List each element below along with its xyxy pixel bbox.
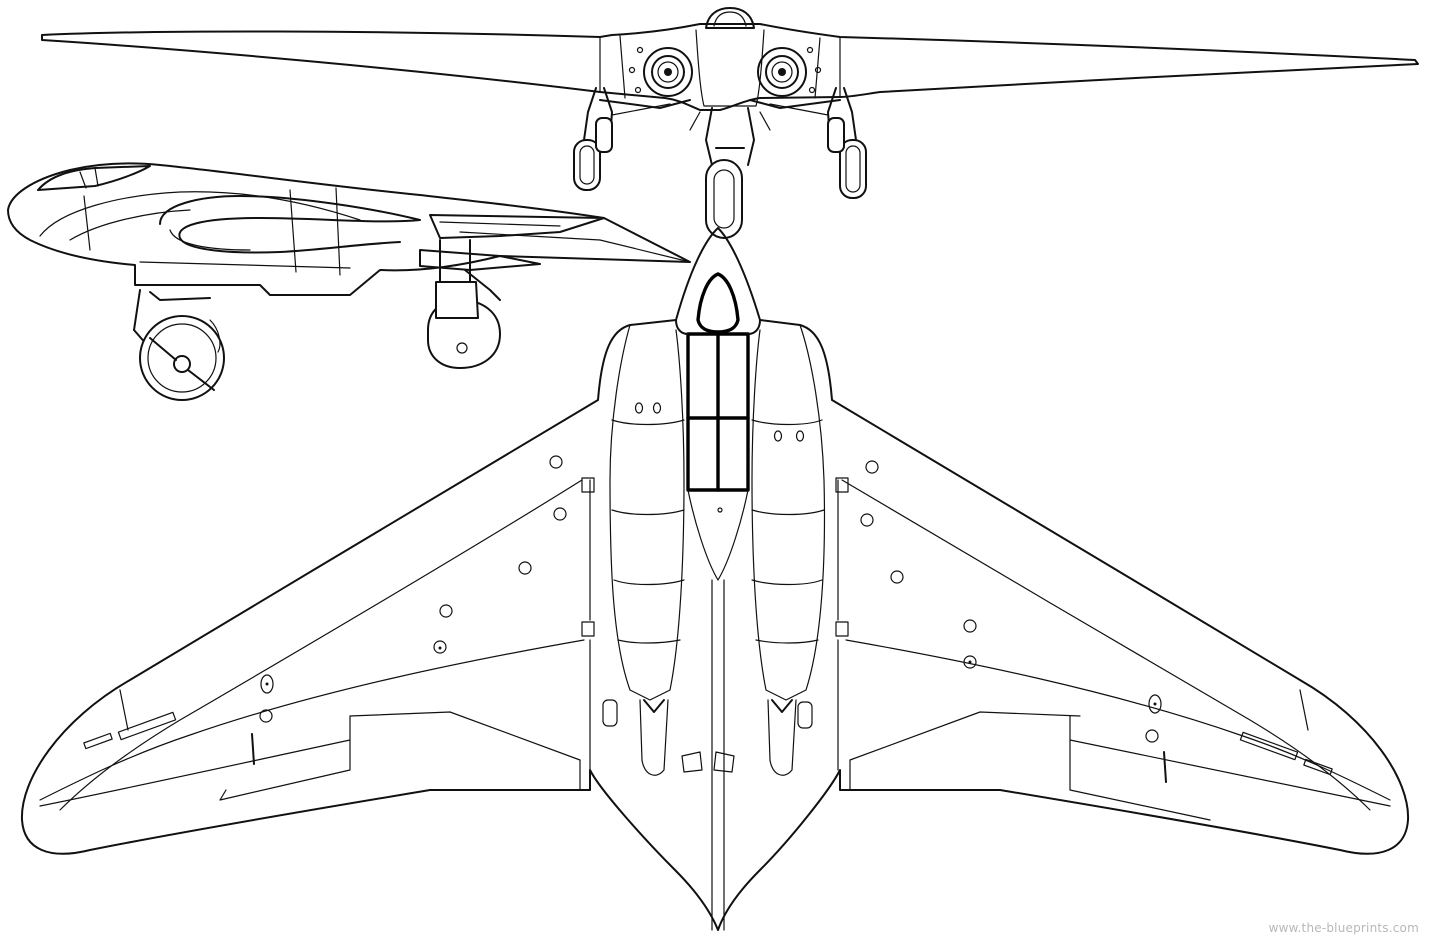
front-nose-gear (689, 107, 771, 239)
right-engine-intake (757, 47, 807, 97)
left-engine-intake (643, 47, 693, 97)
front-right-main-gear (749, 87, 867, 199)
side-front-gear (133, 289, 225, 401)
side-rear-gear (427, 239, 501, 369)
side-view (7, 162, 691, 401)
watermark-text: www.the-blueprints.com (1268, 921, 1419, 935)
front-view-wing (41, 23, 1419, 111)
front-left-main-gear (573, 87, 691, 191)
top-view-wing-planform (20, 227, 1410, 931)
side-view-canopy (37, 165, 151, 191)
top-view (20, 227, 1410, 931)
side-view-fuselage (7, 162, 691, 296)
left-engine-nacelle (602, 324, 685, 776)
right-engine-nacelle (751, 324, 826, 776)
top-view-canopy (696, 272, 740, 334)
front-view (41, 7, 1419, 239)
access-panels (259, 402, 1162, 743)
right-elevon (849, 711, 1391, 821)
front-view-canopy (705, 7, 755, 29)
left-elevon (39, 689, 1309, 807)
